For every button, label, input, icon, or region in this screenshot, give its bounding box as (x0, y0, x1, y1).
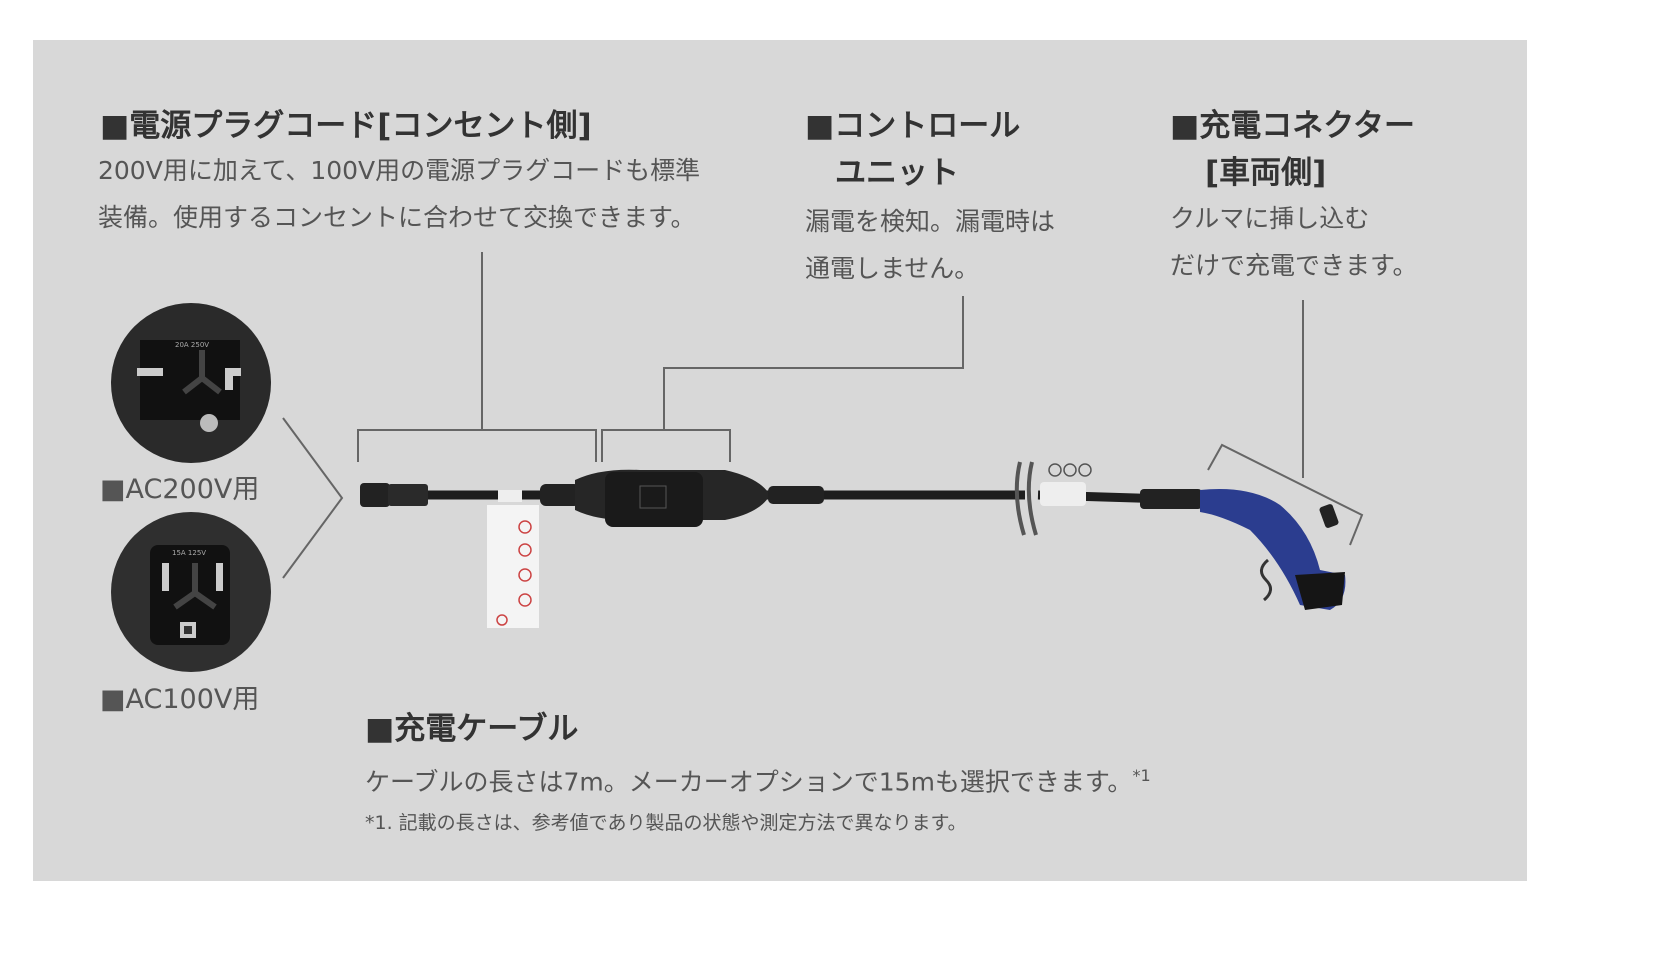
cable-desc: ケーブルの長さは7m。メーカーオプションで15mも選択できます。 (365, 767, 1133, 797)
cable (360, 461, 1346, 628)
connector-title-2: [車両側] (1205, 155, 1327, 191)
control-unit-title-2: ユニット (835, 155, 959, 191)
footnote-mark: *1 (1132, 766, 1151, 785)
plug-cord-desc-2: 装備。使用するコンセントに合わせて交換できます。 (98, 203, 696, 232)
plug-rating: 15A 125V (172, 549, 206, 557)
cable-title: ■充電ケーブル (365, 711, 579, 747)
cable-footnote: *1. 記載の長さは、参考値であり製品の状態や測定方法で異なります。 (365, 812, 967, 834)
control-unit-desc-1: 漏電を検知。漏電時は (805, 207, 1056, 236)
plug-cord-desc-1: 200V用に加えて、100V用の電源プラグコードも標準 (98, 156, 701, 185)
plug-rating: 20A 250V (175, 341, 209, 349)
plug-cord-title: ■電源プラグコード[コンセント側] (100, 108, 592, 144)
plug-100v-image: 15A 125V (111, 512, 271, 672)
plug-100v-label: ■AC100V用 (100, 684, 260, 715)
feature-panel (33, 40, 1527, 881)
plug-200v-label: ■AC200V用 (100, 474, 260, 505)
connector-desc-1: クルマに挿し込む (1170, 204, 1370, 233)
control-unit-title: ■コントロール (805, 108, 1021, 144)
plug-200v-image: 20A 250V (111, 303, 271, 463)
leader-lines (282, 252, 1364, 579)
control-unit-desc-2: 通電しません。 (805, 254, 980, 283)
connector-desc-2: だけで充電できます。 (1170, 251, 1418, 280)
connector-title: ■充電コネクター (1170, 108, 1416, 144)
